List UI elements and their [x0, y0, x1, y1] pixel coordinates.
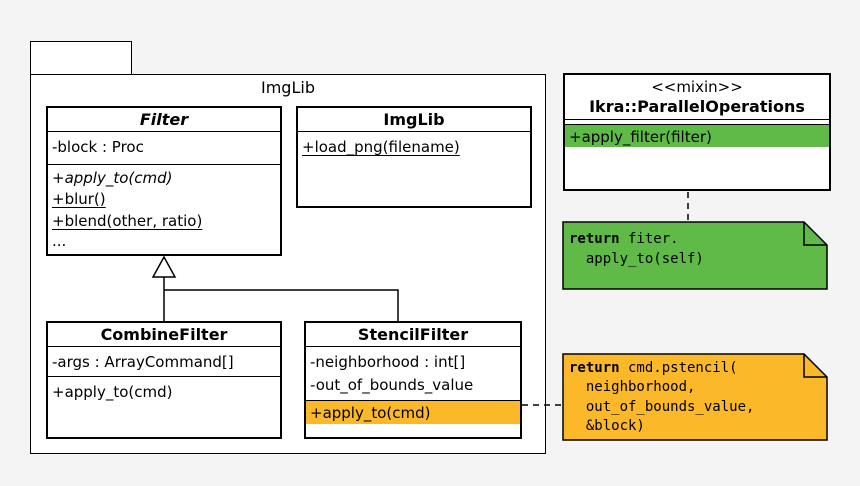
note-orange-line-4: &block) [569, 418, 645, 434]
class-filter-divider-1 [48, 131, 280, 132]
class-filter-op-blend: +blend(other, ratio) [52, 212, 203, 230]
note-green-line-1-text: fiter. [619, 231, 679, 247]
note-green-fold [803, 222, 827, 246]
note-green-line-1: return fiter. [569, 231, 679, 248]
note-orange-line-1: return cmd.pstencil( [569, 360, 738, 377]
class-parallel-operations-divider-1 [565, 119, 829, 120]
class-parallel-operations-divider-2 [565, 124, 829, 125]
class-filter-name: Filter [139, 110, 189, 129]
class-combine-filter-attr-args: -args : ArrayCommand[] [52, 353, 234, 371]
inheritance-arrowhead [151, 255, 177, 278]
class-filter-attr-block: -block : Proc [52, 138, 144, 156]
class-parallel-operations: <<mixin>> Ikra::ParallelOperations +appl… [563, 73, 831, 191]
class-combine-filter-divider-1 [48, 346, 280, 347]
note-orange-line-2: neighborhood, [569, 379, 696, 395]
class-combine-filter-op-apply-to: +apply_to(cmd) [52, 383, 173, 401]
class-parallel-operations-op-highlight [565, 125, 829, 147]
class-parallel-operations-stereotype: <<mixin>> [651, 78, 743, 96]
package-tab [30, 41, 132, 75]
class-filter: Filter -block : Proc +apply_to(cmd) +blu… [46, 106, 282, 256]
class-filter-op-apply-to: +apply_to(cmd) [52, 169, 173, 187]
note-orange-line-3: out_of_bounds_value, [569, 399, 755, 415]
note-green-keyword: return [569, 231, 620, 247]
class-stencil-filter-divider-2 [306, 400, 520, 401]
note-green-shape [562, 221, 828, 290]
inheritance-line-stencil [164, 289, 399, 321]
class-filter-op-blur: +blur() [52, 190, 106, 208]
class-combine-filter-divider-2 [48, 376, 280, 377]
class-filter-op-more: ... [52, 232, 67, 250]
class-imglib: ImgLib +load_png(filename) [296, 106, 532, 208]
class-combine-filter: CombineFilter -args : ArrayCommand[] +ap… [46, 321, 282, 439]
note-green-line-2: apply_to(self) [569, 251, 704, 267]
class-stencil-filter-attr-oob: -out_of_bounds_value [310, 376, 474, 394]
class-parallel-operations-op-apply-filter: +apply_filter(filter) [569, 128, 712, 146]
class-imglib-name: ImgLib [383, 110, 445, 129]
class-imglib-divider-1 [298, 131, 530, 132]
class-stencil-filter-divider-1 [306, 346, 520, 347]
class-stencil-filter-op-highlight [306, 401, 520, 424]
note-orange-line-1-text: cmd.pstencil( [619, 360, 738, 376]
note-orange-shape [562, 353, 828, 441]
class-stencil-filter-op-apply-to: +apply_to(cmd) [310, 404, 431, 422]
note-orange-keyword: return [569, 360, 620, 376]
class-stencil-filter-attr-neighborhood: -neighborhood : int[] [310, 353, 466, 371]
class-stencil-filter: StencilFilter -neighborhood : int[] -out… [304, 321, 522, 439]
class-stencil-filter-name: StencilFilter [357, 325, 469, 344]
class-filter-divider-2 [48, 164, 280, 165]
package-name: ImgLib [261, 78, 315, 97]
class-combine-filter-name: CombineFilter [100, 325, 228, 344]
note-orange-fold [803, 354, 827, 378]
class-parallel-operations-name: Ikra::ParallelOperations [589, 97, 805, 116]
class-imglib-op-load-png: +load_png(filename) [302, 138, 460, 156]
